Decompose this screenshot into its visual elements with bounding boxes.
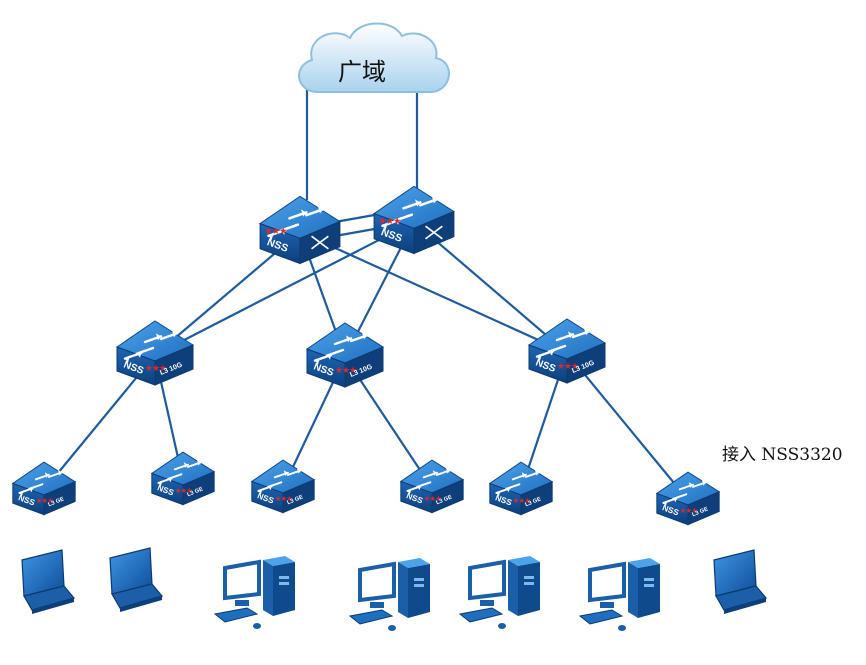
laptop-icon xyxy=(713,549,768,614)
svg-text:★: ★ xyxy=(378,216,386,227)
svg-text:★: ★ xyxy=(393,216,401,227)
switch-icon xyxy=(399,459,465,514)
core-switch-2: NSS★★★ xyxy=(373,185,455,255)
svg-text:★: ★ xyxy=(145,364,153,374)
switch-icon xyxy=(488,461,554,516)
network-links xyxy=(43,85,689,501)
laptop-7 xyxy=(713,549,768,614)
agg-switch-1: NSS★★★L3 10G xyxy=(115,320,195,386)
svg-text:★: ★ xyxy=(175,486,182,495)
svg-text:★: ★ xyxy=(279,226,287,237)
svg-text:★: ★ xyxy=(680,506,687,515)
agg-switch-2: NSS★★★L3 10G xyxy=(305,322,385,388)
svg-text:★: ★ xyxy=(272,226,280,237)
core-agg-link xyxy=(299,230,568,355)
svg-text:★: ★ xyxy=(152,364,160,374)
desktop-pc-icon xyxy=(213,556,295,629)
switch-icon xyxy=(305,322,385,388)
core-switch-icon xyxy=(259,195,341,265)
switch-icon xyxy=(527,318,607,384)
core-interlink xyxy=(334,212,381,224)
cloud-icon xyxy=(298,22,450,93)
core-agg-link xyxy=(154,221,415,356)
svg-text:★: ★ xyxy=(264,226,272,237)
switch-model-label: L3 GE xyxy=(47,496,65,508)
access-switch-3: NSS★★★L3 GE xyxy=(250,459,316,514)
access-switch-6: NSS★★★L3 GE xyxy=(655,471,721,526)
svg-text:★: ★ xyxy=(386,216,394,227)
access-switch-4: NSS★★★L3 GE xyxy=(399,459,465,514)
svg-text:★: ★ xyxy=(519,496,526,505)
switch-icon xyxy=(115,320,195,386)
access-switch-1: NSS★★★L3 GE xyxy=(11,461,77,516)
svg-text:★: ★ xyxy=(435,494,442,503)
svg-text:★: ★ xyxy=(47,496,54,505)
core-agg-link xyxy=(413,221,568,354)
svg-text:★: ★ xyxy=(686,506,693,515)
svg-text:★: ★ xyxy=(564,362,572,372)
desktop-pc-icon xyxy=(578,558,660,631)
laptop-icon xyxy=(21,549,76,614)
wan-cloud: 广域 xyxy=(298,22,450,93)
access-layer-label: 接入 NSS3320 xyxy=(722,445,843,465)
access-switch-2: NSS★★★L3 GE xyxy=(150,451,216,506)
svg-text:★: ★ xyxy=(181,486,188,495)
desktop-pc-icon xyxy=(348,558,430,631)
switch-model-label: L3 GE xyxy=(524,496,542,508)
core-interlink xyxy=(334,226,381,238)
svg-text:★: ★ xyxy=(275,494,282,503)
svg-text:★: ★ xyxy=(557,362,565,372)
svg-text:★: ★ xyxy=(342,366,350,376)
switch-icon xyxy=(150,451,216,506)
svg-text:★: ★ xyxy=(159,364,167,374)
core-switch-1: NSS★★★ xyxy=(259,195,341,265)
desktop-6 xyxy=(578,558,660,631)
svg-text:★: ★ xyxy=(286,494,293,503)
switch-model-label: L3 GE xyxy=(691,506,709,518)
svg-text:★: ★ xyxy=(424,494,431,503)
switch-model-label: L3 GE xyxy=(286,494,304,506)
desktop-5 xyxy=(458,556,540,629)
switch-icon xyxy=(250,459,316,514)
svg-text:★: ★ xyxy=(36,496,43,505)
switch-icon xyxy=(655,471,721,526)
switch-model-label: L3 GE xyxy=(186,486,204,498)
core-switch-icon xyxy=(373,185,455,255)
svg-text:★: ★ xyxy=(691,506,698,515)
svg-text:★: ★ xyxy=(524,496,531,505)
laptop-icon xyxy=(109,547,164,612)
svg-text:★: ★ xyxy=(281,494,288,503)
svg-text:★: ★ xyxy=(186,486,193,495)
svg-text:★: ★ xyxy=(430,494,437,503)
access-switch-5: NSS★★★L3 GE xyxy=(488,461,554,516)
switches: NSS★★★ NSS★★★ NSS★★★L3 10G NSS★★★L3 10G NSS★… xyxy=(11,185,721,526)
svg-text:★: ★ xyxy=(571,362,579,372)
svg-text:★: ★ xyxy=(349,366,357,376)
svg-text:★: ★ xyxy=(42,496,49,505)
switch-icon xyxy=(11,461,77,516)
laptop-2 xyxy=(109,547,164,612)
desktop-4 xyxy=(348,558,430,631)
end-devices xyxy=(21,547,768,631)
laptop-1 xyxy=(21,549,76,614)
svg-text:★: ★ xyxy=(335,366,343,376)
desktop-3 xyxy=(213,556,295,629)
agg-switch-3: NSS★★★L3 10G xyxy=(527,318,607,384)
desktop-pc-icon xyxy=(458,556,540,629)
agg-access-link xyxy=(566,352,689,501)
cloud-label: 广域 xyxy=(338,58,386,86)
switch-model-label: L3 GE xyxy=(435,494,453,506)
svg-text:★: ★ xyxy=(513,496,520,505)
